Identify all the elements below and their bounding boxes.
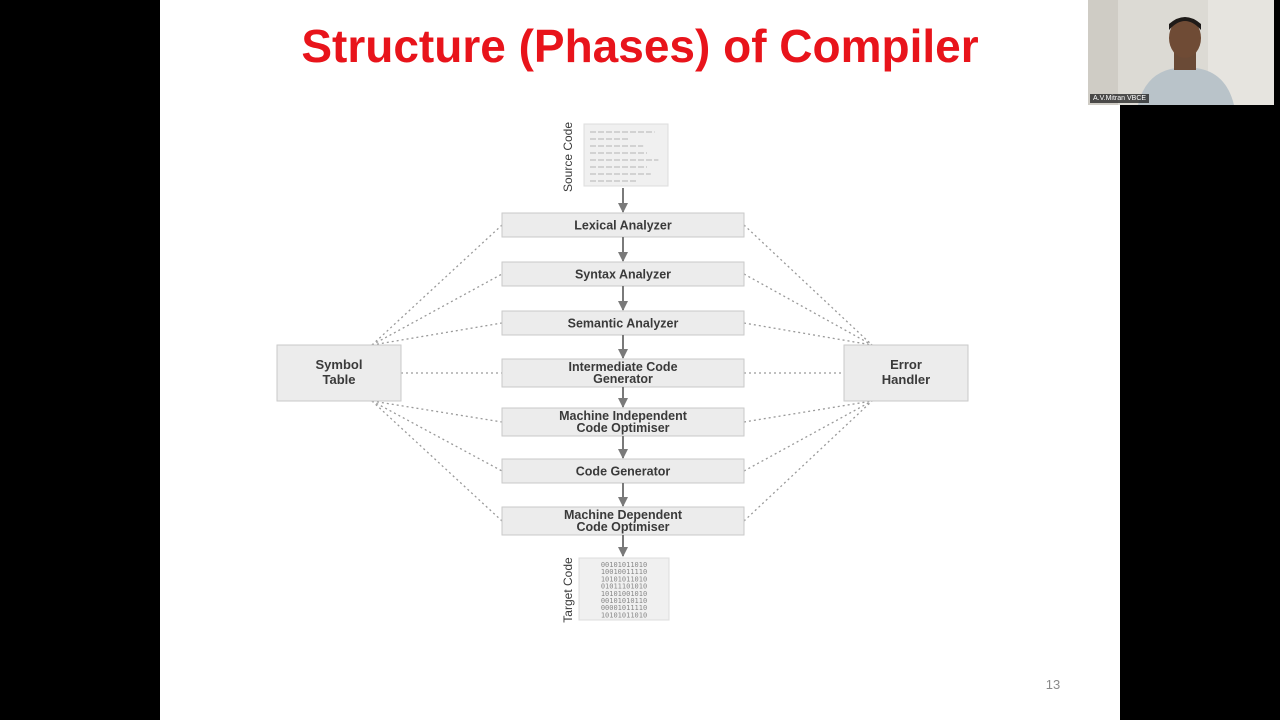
target-binary-row: 10101011010 <box>601 611 647 619</box>
target-binary-row: 10101011010 <box>601 575 647 583</box>
target-binary-row: 10010011110 <box>601 568 647 576</box>
target-binary-row: 00001011110 <box>601 604 647 612</box>
source-code-document-icon <box>583 123 669 187</box>
dotted-connector-left <box>371 400 503 423</box>
slide-title: Structure (Phases) of Compiler <box>301 20 979 72</box>
phase-label: Code Optimiser <box>576 520 669 534</box>
phase-label: Syntax Analyzer <box>575 268 671 282</box>
phase-label: Code Generator <box>576 465 671 479</box>
symbol-table-label: Table <box>323 372 356 387</box>
phase-label: Machine Independent <box>559 409 688 423</box>
slide-page-number: 13 <box>1045 677 1061 692</box>
phase-label: Machine Dependent <box>564 508 683 522</box>
phase-label: Semantic Analyzer <box>568 317 679 331</box>
presentation-slide: Structure (Phases) of Compiler Source Co… <box>160 0 1120 720</box>
phase-box <box>501 358 745 388</box>
target-code-document-icon <box>578 557 670 621</box>
presenter-video-icon <box>1088 0 1274 105</box>
symbol-table-box <box>276 344 402 402</box>
phase-label: Lexical Analyzer <box>574 219 672 233</box>
symbol-table-label: Symbol <box>316 357 363 372</box>
target-binary-row: 00101011010 <box>601 561 647 569</box>
phase-label: Code Optimiser <box>576 421 669 435</box>
dotted-connector-left <box>371 322 503 346</box>
error-handler-box <box>843 344 969 402</box>
source-code-label: Source Code <box>561 122 575 192</box>
dotted-connector-right <box>743 400 873 522</box>
phase-box <box>501 310 745 336</box>
target-binary-row: 10101001010 <box>601 590 647 598</box>
dotted-connector-right <box>743 400 873 423</box>
webcam-video-tile[interactable]: A.V.Mitran VBCE <box>1088 0 1274 105</box>
dotted-connector-right <box>743 273 873 346</box>
phase-box <box>501 261 745 287</box>
error-handler-label: Handler <box>882 372 930 387</box>
target-binary-row: 01011101010 <box>601 583 647 591</box>
dotted-connector-right <box>743 400 873 472</box>
target-binary-row: 00101010110 <box>601 597 647 605</box>
phase-label: Intermediate Code <box>568 360 677 374</box>
phase-label: Generator <box>593 372 653 386</box>
phase-box <box>501 212 745 238</box>
participant-name-label: A.V.Mitran VBCE <box>1090 94 1150 103</box>
error-handler-label: Error <box>890 357 922 372</box>
phase-box <box>501 506 745 536</box>
dotted-connector-right <box>743 322 873 346</box>
dotted-connector-right <box>743 224 873 346</box>
target-code-label: Target Code <box>561 557 575 623</box>
